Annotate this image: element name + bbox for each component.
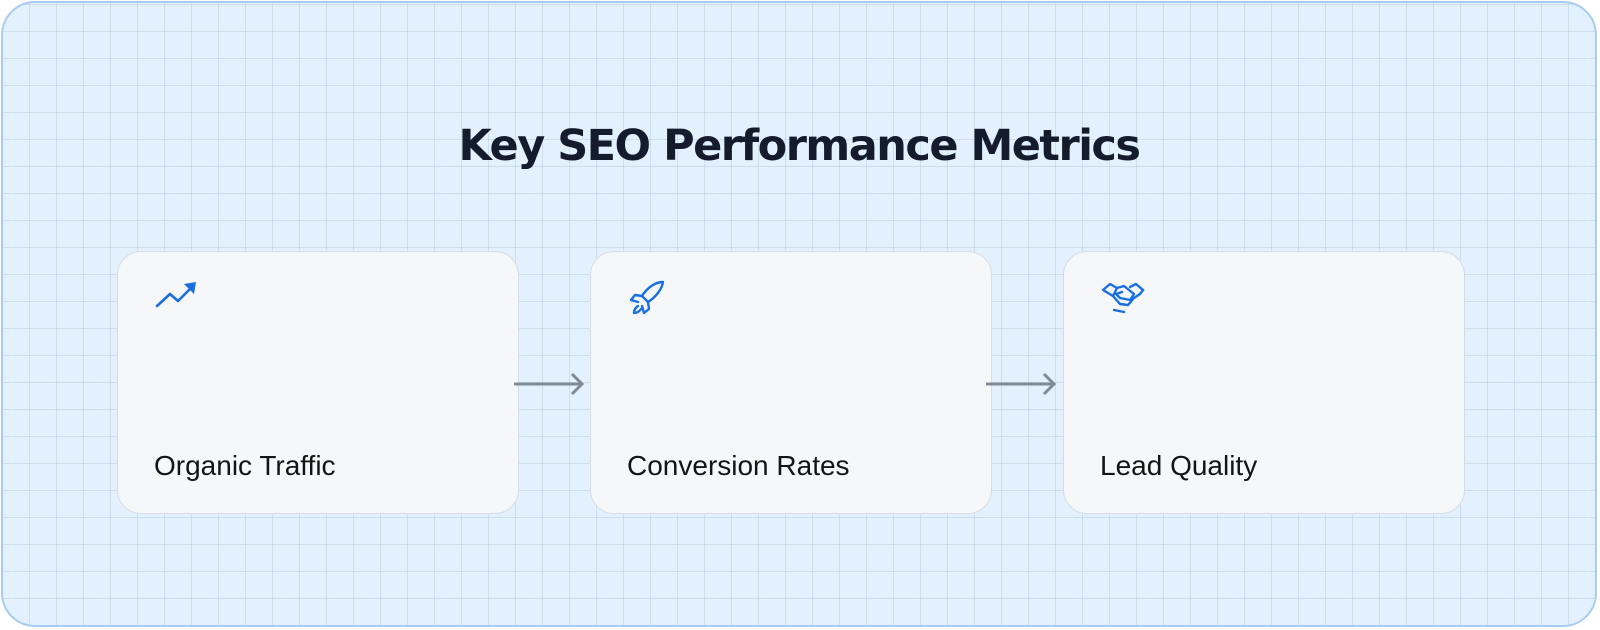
handshake-icon	[1101, 282, 1145, 314]
step-label: Conversion Rates	[627, 450, 850, 481]
diagram-title: Key SEO Performance Metrics	[458, 121, 1141, 171]
arrow-right-icon	[514, 372, 585, 396]
step-card-conversion-rates: Conversion Rates	[590, 251, 992, 514]
step-label: Lead Quality	[1100, 450, 1258, 481]
step-card-organic-traffic: Organic Traffic	[117, 251, 519, 514]
step-card-lead-quality: Lead Quality	[1063, 251, 1465, 514]
rocket-icon	[629, 280, 665, 315]
arrow-right-icon	[986, 372, 1057, 396]
step-label: Organic Traffic	[154, 450, 336, 481]
trending-up-icon	[155, 282, 196, 308]
